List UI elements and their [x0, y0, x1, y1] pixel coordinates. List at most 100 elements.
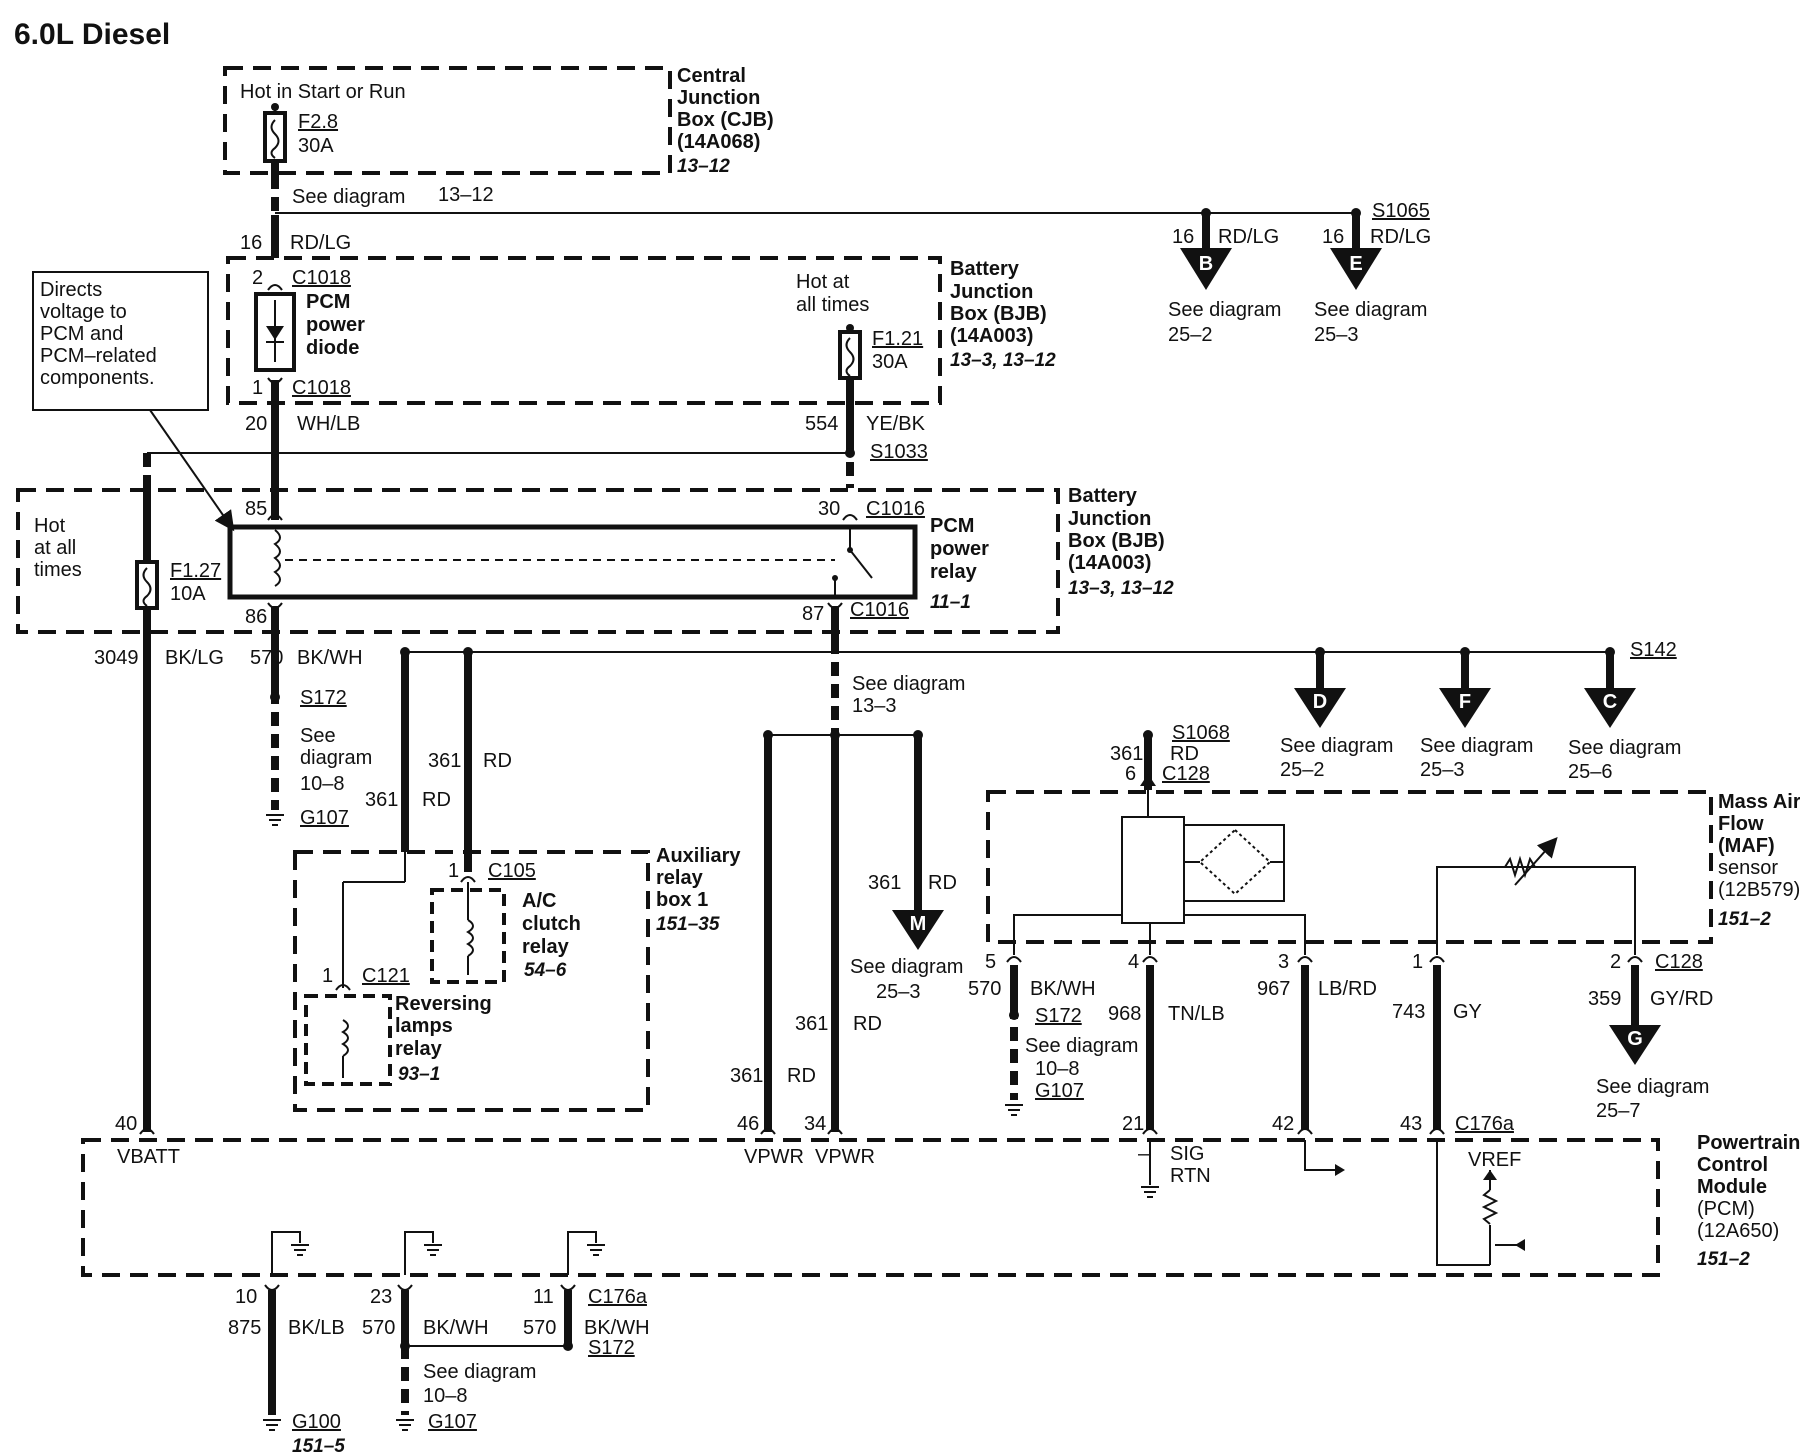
relay-fuse-id: F1.27: [170, 560, 221, 582]
relay-pin30: 30: [818, 498, 840, 520]
branch-g-see: See diagram: [1596, 1076, 1709, 1098]
splice-s1065: S1065: [1372, 200, 1430, 222]
wire570-splice: S172: [300, 687, 347, 709]
branch-e-circuit: 16: [1322, 226, 1344, 248]
splice-s1068: S1068: [1172, 722, 1230, 744]
branch-b-see: See diagram: [1168, 299, 1281, 321]
branch-m-ref: 25–3: [876, 981, 921, 1003]
mafw570-color: BK/WH: [1030, 978, 1096, 1000]
vpwr-see-ref: 13–3: [852, 695, 897, 717]
branch-f-ref: 25–3: [1420, 759, 1465, 781]
page-title: 6.0L Diesel: [14, 18, 170, 51]
ground-icon: [266, 814, 284, 826]
diode-name-3: diode: [306, 337, 359, 359]
ground-icon: [1141, 1186, 1159, 1198]
bjb-top-name-1: Battery: [950, 258, 1020, 280]
wire361c-circuit: 361: [795, 1013, 828, 1035]
wire16-color: RD/LG: [290, 232, 351, 254]
cjb-fuse-amp: 30A: [298, 135, 334, 157]
connector-arrow-icon: [1294, 688, 1346, 728]
maf-feed-pin: 6: [1125, 763, 1136, 785]
branch-m-color: RD: [928, 872, 957, 894]
battery-junction-box-relay: Hot at all times F1.27 10A 85 86 30 C101…: [16, 485, 1174, 634]
wire361d-color: RD: [787, 1065, 816, 1087]
gnd-p10: 10: [235, 1286, 257, 1308]
pcm-minus: –: [1138, 1143, 1150, 1165]
wire570-see-1: See: [300, 725, 336, 747]
relay-pin86: 86: [245, 606, 267, 628]
diode-conn-bottom: C1018: [292, 377, 351, 399]
relay-pin87: 87: [802, 603, 824, 625]
maf-name-2: Flow: [1718, 813, 1764, 835]
auxiliary-relay-box: 1 C105 A/C clutch relay 54–6 1 C121 Reve…: [293, 845, 741, 1112]
branch-c: C See diagram 25–6: [1568, 652, 1681, 783]
cjb-see-diagram: See diagram: [292, 186, 405, 208]
wire554-color: YE/BK: [866, 413, 926, 435]
relay-coil-icon: [304, 994, 392, 1086]
connector-arrow-icon: [1584, 688, 1636, 728]
maf-ref: 151–2: [1718, 909, 1771, 930]
wire554-circuit: 554: [805, 413, 838, 435]
branch-d-ref: 25–2: [1280, 759, 1325, 781]
diode-name-2: power: [306, 314, 365, 336]
cjb-name-3: Box (CJB): [677, 109, 774, 131]
branch-f: F See diagram 25–3: [1420, 652, 1533, 781]
branch-e-see: See diagram: [1314, 299, 1427, 321]
bjb-top-name-3: Box (BJB): [950, 303, 1047, 325]
w570a-circuit: 570: [362, 1317, 395, 1339]
wire361d-circuit: 361: [730, 1065, 763, 1087]
maf-p1: 1: [1412, 951, 1423, 973]
aux-conn-c105: C105: [488, 860, 536, 882]
wire570-see-3: 10–8: [300, 773, 345, 795]
branch-c-see: See diagram: [1568, 737, 1681, 759]
bjb-hot-line-1: Hot at: [796, 271, 850, 293]
ac-name-1: A/C: [522, 890, 556, 912]
maf-name-1: Mass Air: [1718, 791, 1800, 813]
cjb-ref: 13–12: [677, 156, 730, 177]
branch-b: B 16 RD/LG See diagram 25–2: [1168, 213, 1281, 346]
mafw570-see: See diagram: [1025, 1035, 1138, 1057]
maf-name-3: (MAF): [1718, 835, 1775, 857]
w967-color: LB/RD: [1318, 978, 1377, 1000]
w570b-color: BK/WH: [584, 1317, 650, 1339]
wire570-ground: G107: [300, 807, 349, 829]
branch-m: M 361 RD See diagram 25–3: [850, 735, 963, 1003]
w743-circuit: 743: [1392, 1001, 1425, 1023]
vpwr-see-label: See diagram: [852, 673, 965, 695]
pcm-name-1: Powertrain: [1697, 1132, 1800, 1154]
cjb-hot-label: Hot in Start or Run: [240, 81, 406, 103]
pcm-pin42: 42: [1272, 1113, 1294, 1135]
branch-m-letter: M: [910, 913, 927, 935]
wire3049-circuit: 3049: [94, 647, 139, 669]
aux-ref: 151–35: [656, 914, 720, 935]
note-line-5: components.: [40, 367, 155, 389]
aux-pin-c105: 1: [448, 860, 459, 882]
connector-arrow-icon: [1439, 688, 1491, 728]
bjb-relay-name-4: (14A003): [1068, 552, 1151, 574]
pcm-conn: C176a: [1455, 1113, 1515, 1135]
connector-arrow-icon: [1609, 1025, 1661, 1065]
w743-color: GY: [1453, 1001, 1482, 1023]
cjb-fuse-id: F2.8: [298, 111, 338, 133]
central-junction-box: Hot in Start or Run F2.8 30A Central Jun…: [223, 65, 774, 177]
maf-p5: 5: [985, 951, 996, 973]
branch-d-letter: D: [1313, 691, 1327, 713]
wire361b-color: RD: [422, 789, 451, 811]
w570a-ref: 10–8: [423, 1385, 468, 1407]
gnd-p23: 23: [370, 1286, 392, 1308]
wire570-color: BK/WH: [297, 647, 363, 669]
w968-color: TN/LB: [1168, 1003, 1225, 1025]
pcm-rtn: RTN: [1170, 1165, 1211, 1187]
ground-icon: [263, 1419, 281, 1431]
ground-icon: [291, 1244, 309, 1256]
relay-conn30: C1016: [866, 498, 925, 520]
relay-pin85: 85: [245, 498, 267, 520]
connector-arrow-icon: [892, 910, 944, 950]
mafw570-splice: S172: [1035, 1005, 1082, 1027]
branch-g-letter: G: [1627, 1028, 1643, 1050]
diode-pin-top: 2: [252, 267, 263, 289]
pcm-name-2: Control: [1697, 1154, 1768, 1176]
branch-e-color: RD/LG: [1370, 226, 1431, 248]
powertrain-control-module: 40 46 34 21 42 43 C176a VBATT VPWR VPWR …: [81, 1113, 1800, 1277]
